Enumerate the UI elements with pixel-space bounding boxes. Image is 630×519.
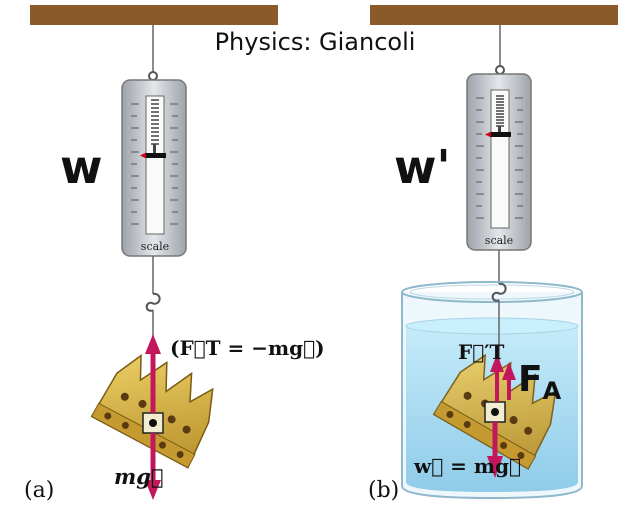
spring-b — [496, 95, 504, 127]
hook-bottom-b — [491, 282, 507, 302]
tension-arrow-a — [145, 334, 161, 413]
gravity-arrow-b — [487, 422, 503, 478]
support-beam-right — [370, 5, 618, 25]
hook-bottom-a — [145, 292, 161, 312]
pointer-a — [146, 153, 166, 158]
buoyant-label-main: F — [518, 359, 543, 400]
tension-label-a: (F⃗T = −mg⃗) — [170, 336, 325, 360]
hook-top-a — [148, 71, 158, 81]
scale-text-a: scale — [141, 240, 169, 253]
center-of-mass-a — [149, 419, 157, 427]
gravity-arrow-a — [145, 433, 161, 500]
support-beam-left — [30, 5, 278, 25]
buoyant-arrow-b — [502, 362, 516, 400]
gravity-label-b: w⃗ = mg⃗ — [414, 454, 522, 478]
scale-text-b: scale — [485, 234, 513, 247]
crown-a — [90, 354, 214, 469]
pointer-b — [491, 132, 511, 137]
tension-arrow-b — [490, 354, 504, 402]
gravity-label-a: mg⃗ — [114, 464, 164, 489]
hook-top-b — [495, 65, 505, 75]
buoyant-force-label: FA — [518, 359, 562, 406]
spring-scale-b: scale — [466, 73, 532, 251]
spring-scale-a: scale — [121, 79, 187, 257]
caption-a: (a) — [24, 478, 55, 503]
panel-a: scale — [90, 25, 214, 500]
panel-b: scale — [401, 25, 583, 500]
beaker-rim — [401, 281, 583, 303]
page-title: Physics: Giancoli — [214, 28, 416, 56]
center-of-mass-b — [491, 408, 499, 416]
weight-label-b: w' — [394, 140, 451, 194]
caption-b: (b) — [368, 478, 400, 503]
buoyant-label-sub: A — [542, 377, 562, 406]
weight-label-a: w — [60, 140, 103, 194]
tension-label-b: F⃗′T — [458, 340, 505, 364]
spring-a — [151, 99, 159, 145]
